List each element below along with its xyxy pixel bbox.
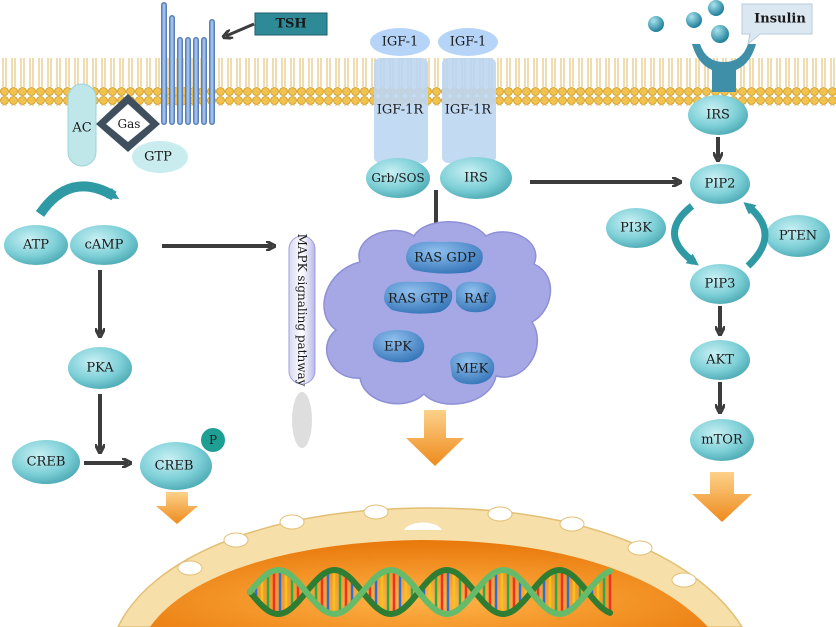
atp-label: ATP xyxy=(22,238,49,253)
kinase-raf: RAf xyxy=(456,281,496,313)
raf-label: RAf xyxy=(464,292,489,307)
nuclear-pore xyxy=(559,516,585,532)
mapk-band: MAPK signaling pathway xyxy=(288,234,316,448)
kinase-ras-gtp: RAS GTP xyxy=(384,281,453,314)
orange-arrow-left xyxy=(156,492,198,524)
node-grb-sos: Grb/SOS xyxy=(366,158,430,198)
atp-camp-curved-arrow xyxy=(35,181,120,217)
node-pi3k: PI3K xyxy=(606,208,666,248)
node-camp: cAMP xyxy=(70,225,138,265)
phosphate-badge: P xyxy=(201,428,225,452)
grb-sos-label: Grb/SOS xyxy=(371,171,424,185)
nuclear-pore xyxy=(223,532,249,548)
dna-backbone-strand-a xyxy=(247,566,613,618)
gas-label: Gas xyxy=(118,117,141,131)
kinase-epk: EPK xyxy=(372,330,425,363)
gtp-node: GTP xyxy=(132,141,188,173)
pka-label: PKA xyxy=(86,361,114,376)
nuclear-pore xyxy=(627,540,653,556)
igf1r-right-label: IGF-1R xyxy=(445,103,493,118)
node-creb: CREB xyxy=(12,440,80,484)
mek-label: MEK xyxy=(456,362,489,377)
epk-label: EPK xyxy=(384,340,412,355)
nuclear-pore xyxy=(487,506,513,522)
pi3k-cycle-arrow-left xyxy=(671,203,699,266)
nuclear-pore xyxy=(279,514,305,530)
insulin-receptor: Insulin xyxy=(648,0,813,92)
igf1r-receptor-left: IGF-1 IGF-1R xyxy=(370,28,430,163)
nuclear-pore xyxy=(363,504,389,520)
igf1r-receptor-right: IGF-1 IGF-1R xyxy=(438,28,498,163)
dna-backbone-strand-b xyxy=(247,566,613,618)
kinase-mek: MEK xyxy=(450,352,495,385)
dna-helix xyxy=(247,566,613,618)
mapk-cloud xyxy=(323,221,552,405)
mapk-band-label: MAPK signaling pathway xyxy=(295,234,309,387)
mtor-label: mTOR xyxy=(701,433,744,448)
insulin-molecule xyxy=(648,16,664,32)
pip3-label: PIP3 xyxy=(705,277,736,292)
ras-gtp-label: RAS GTP xyxy=(388,292,448,307)
creb-label: CREB xyxy=(27,455,66,470)
pip2-label: PIP2 xyxy=(705,177,736,192)
tsh-label: TSH xyxy=(275,17,306,32)
insulin-molecule xyxy=(711,25,729,43)
nuclear-pore xyxy=(671,572,697,588)
tsh-receptor xyxy=(161,2,215,125)
orange-arrow-center xyxy=(406,410,464,466)
node-pten: PTEN xyxy=(766,215,830,257)
node-creb-phosphorylated: CREB xyxy=(140,442,212,490)
ras-gdp-label: RAS GDP xyxy=(414,251,476,266)
insulin-molecule xyxy=(708,0,724,16)
node-pip2: PIP2 xyxy=(690,164,750,204)
orange-arrow-right xyxy=(692,472,752,522)
node-pip3: PIP3 xyxy=(690,264,750,304)
irs-igf-label: IRS xyxy=(464,171,488,186)
irs-insulin-label: IRS xyxy=(706,108,730,123)
insulin-molecule xyxy=(686,12,702,28)
pten-cycle-arrow-right xyxy=(743,202,769,269)
camp-label: cAMP xyxy=(85,238,124,253)
node-irs-igf: IRS xyxy=(440,157,512,199)
igf1-right-label: IGF-1 xyxy=(450,35,487,50)
gtp-label: GTP xyxy=(144,150,172,165)
creb-p-label: CREB xyxy=(155,459,194,474)
insulin-label: Insulin xyxy=(754,12,806,27)
node-akt: AKT xyxy=(690,340,750,380)
akt-label: AKT xyxy=(705,353,734,368)
adenylate-cyclase: AC xyxy=(67,83,97,167)
igf1-left-label: IGF-1 xyxy=(382,35,419,50)
igf1r-left-label: IGF-1R xyxy=(377,103,425,118)
pten-label: PTEN xyxy=(779,229,817,244)
node-irs-insulin: IRS xyxy=(688,95,748,135)
tsh-ligand: TSH xyxy=(254,12,328,36)
arrow-tsh-to-receptor xyxy=(226,22,255,36)
pi3k-label: PI3K xyxy=(620,221,652,236)
node-mtor: mTOR xyxy=(690,419,754,461)
node-pka: PKA xyxy=(68,347,132,389)
ac-label: AC xyxy=(71,121,91,136)
node-atp: ATP xyxy=(4,225,68,265)
phosphate-label: P xyxy=(209,433,217,447)
nuclear-pore xyxy=(177,560,203,576)
gas-protein: Gas xyxy=(96,94,160,152)
kinase-ras-gdp: RAS GDP xyxy=(406,241,483,274)
